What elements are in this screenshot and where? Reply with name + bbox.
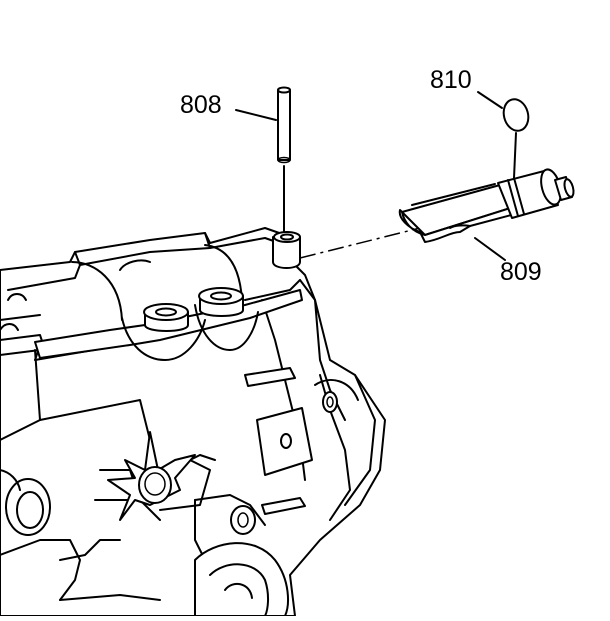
bolt-starburst xyxy=(107,431,196,521)
callout-809: 809 xyxy=(500,258,542,286)
sleeve-assembly-809 xyxy=(398,168,575,261)
mounting-bracket xyxy=(34,287,303,361)
o-ring-810 xyxy=(477,91,530,179)
installation-axis-line xyxy=(299,227,421,259)
dowel-pin-808 xyxy=(235,86,291,233)
callout-808: 808 xyxy=(180,91,222,119)
transmission-housing xyxy=(0,227,386,617)
pin-bore-boss xyxy=(272,231,301,269)
callout-810: 810 xyxy=(430,66,472,94)
